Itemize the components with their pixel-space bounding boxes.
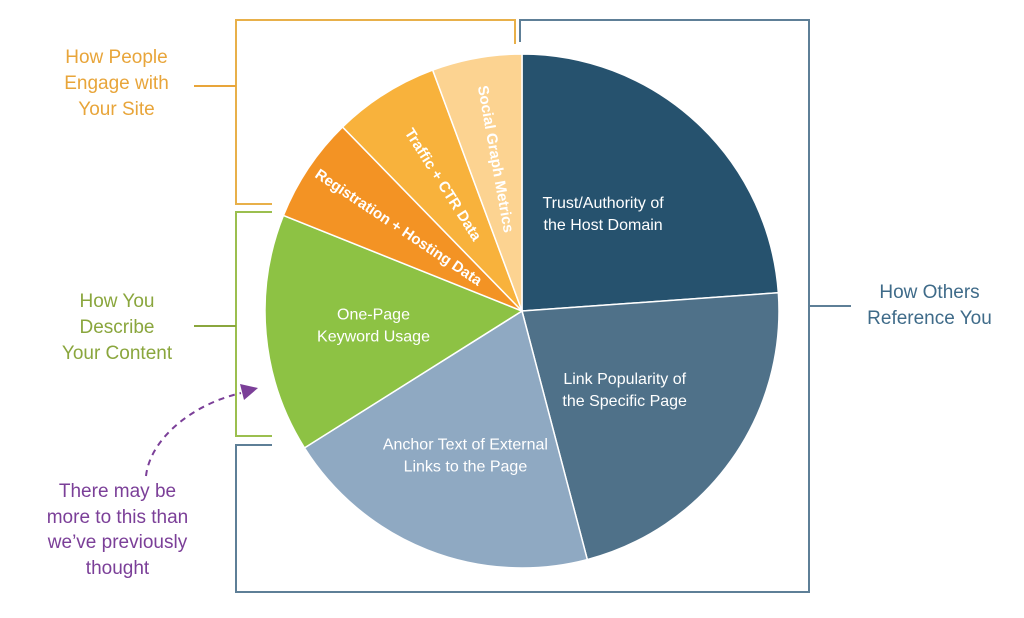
pie-slice [521, 53, 780, 312]
annotation-arrow-head [240, 384, 258, 400]
slice-label: Trust/Authority of the Host Domain [542, 195, 664, 234]
annotation-line: we’ve previously [47, 532, 188, 553]
group-label-line: Engage with [64, 73, 169, 94]
pie-slices [264, 53, 780, 569]
group-brackets [194, 19, 851, 593]
slice-label-line: the Specific Page [562, 393, 687, 410]
group-label-line: How Others [879, 282, 980, 303]
slice-label-line: Keyword Usage [317, 329, 430, 346]
slice-label-line: Links to the Page [404, 458, 528, 475]
slice-label-line: Link Popularity of [563, 371, 686, 388]
group-label-engage: How People Engage with Your Site [44, 45, 189, 123]
pie-slice [431, 53, 523, 312]
annotation-arrow-line [145, 392, 242, 477]
annotation-arrow [145, 384, 258, 477]
pie-slice [264, 214, 524, 449]
describe-bracket [235, 211, 272, 437]
slice-label-line: the Host Domain [544, 217, 663, 234]
pie-slice [282, 125, 523, 312]
group-label-line: How People [65, 47, 168, 68]
group-label-line: Describe [79, 317, 155, 338]
slice-label-line: Anchor Text of External [383, 436, 548, 453]
pie-slice [521, 291, 780, 561]
group-label-line: Your Site [78, 99, 155, 120]
annotation-note: There may be more to this than we’ve pre… [20, 479, 215, 581]
group-label-describe: How You Describe Your Content [52, 289, 182, 367]
annotation-line: thought [85, 557, 150, 579]
group-label-reference: How Others Reference You [852, 280, 1007, 332]
slice-label-line: Trust/Authority of [542, 195, 664, 212]
engage-bracket [235, 19, 516, 205]
slice-label-line: One-Page [337, 307, 410, 324]
reference-bracket [235, 19, 810, 593]
group-label-line: Your Content [61, 343, 173, 364]
annotation-line: more to this than [46, 506, 189, 528]
pie-slice [341, 69, 523, 312]
group-label-line: Reference You [867, 308, 992, 329]
pie-slice [303, 309, 589, 569]
slice-label: Link Popularity of the Specific Page [562, 371, 687, 410]
group-label-line: How You [79, 291, 155, 312]
annotation-line: There may be [58, 481, 177, 502]
